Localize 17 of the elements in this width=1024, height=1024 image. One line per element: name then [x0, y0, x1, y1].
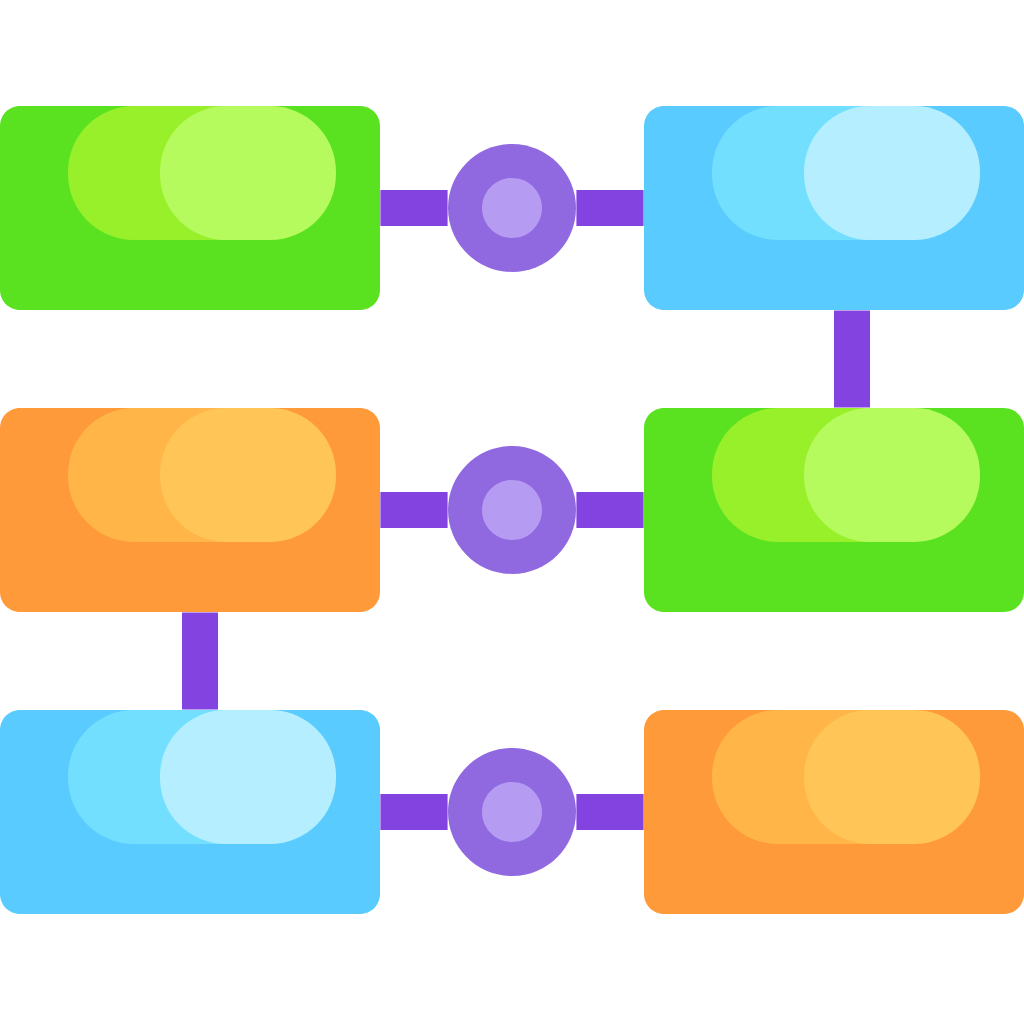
- connector-line: [576, 492, 644, 528]
- block-drawing: [644, 710, 1024, 914]
- connector-line: [576, 190, 644, 226]
- connector-line: [834, 310, 870, 408]
- block-drawing: [0, 710, 380, 914]
- connector-line: [182, 612, 218, 710]
- block-drawing: [0, 408, 380, 612]
- connector-circle: [448, 144, 576, 272]
- connector-line: [380, 190, 448, 226]
- block-drawing: [0, 106, 380, 310]
- connector-line: [380, 492, 448, 528]
- block-drawing: [644, 106, 1024, 310]
- block-drawing: [644, 408, 1024, 612]
- connector-line: [576, 794, 644, 830]
- connector-line: [380, 794, 448, 830]
- connector-circle: [448, 748, 576, 876]
- connector-circle: [448, 446, 576, 574]
